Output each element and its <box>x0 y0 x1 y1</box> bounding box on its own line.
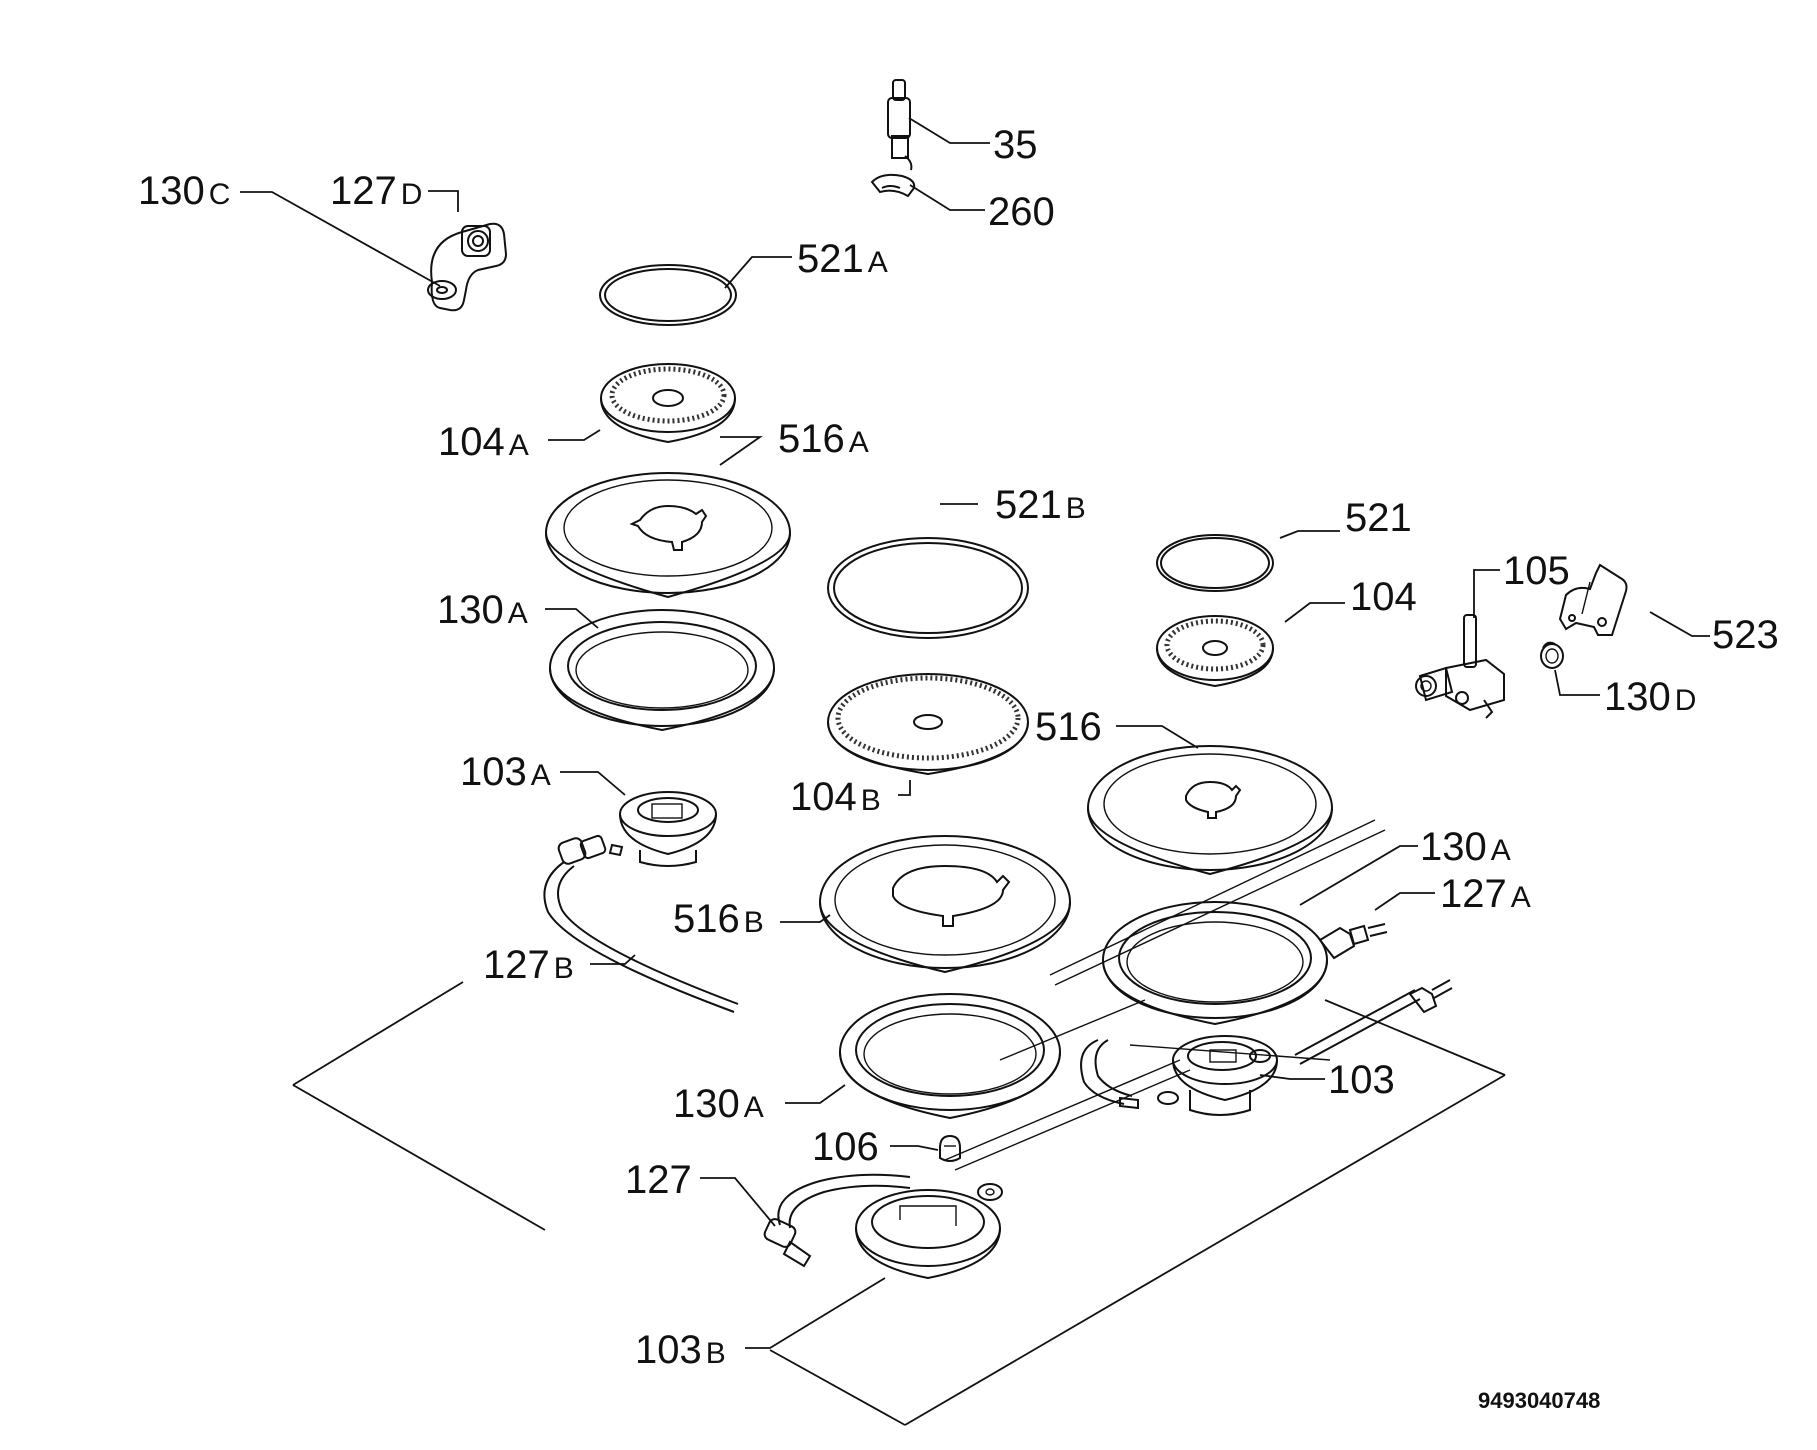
callout-127: 127 <box>625 1158 692 1202</box>
burner-ring-130a-center <box>839 993 1061 1120</box>
callout-106: 106 <box>812 1125 879 1169</box>
burner-crown-516b <box>819 835 1071 974</box>
washer-130c <box>427 280 457 300</box>
burner-base-103 <box>1157 1035 1278 1116</box>
flame-spreader-104a <box>600 363 736 444</box>
flame-spreader-104b <box>827 673 1029 776</box>
burner-ring-130a-right <box>1102 901 1328 1026</box>
spring-clip-260 <box>870 173 916 198</box>
callout-105: 105 <box>1503 549 1570 593</box>
injector-106 <box>939 1134 961 1162</box>
burner-cap-521b <box>827 537 1029 639</box>
document-number: 9493040748 <box>1478 1388 1600 1413</box>
gas-pipe-right <box>1080 979 1453 1110</box>
burner-cap-521 <box>1156 534 1274 592</box>
burner-crown-516a <box>545 472 791 599</box>
callout-521: 521 <box>1345 496 1412 540</box>
burner-crown-516 <box>1087 745 1333 876</box>
callout-104: 104 <box>1350 575 1417 619</box>
gas-tap-105 <box>1415 614 1505 719</box>
leader-lines <box>240 117 1710 1349</box>
hob-frame <box>292 819 1506 1426</box>
bracket-523 <box>1558 563 1628 636</box>
burner-base-103b <box>855 1183 1003 1280</box>
gas-pipe-127 <box>763 1173 911 1268</box>
gas-pipe-127b <box>543 834 739 1013</box>
flame-spreader-104 <box>1156 615 1274 688</box>
washer-130d <box>1540 641 1564 669</box>
burner-ring-130a-left <box>549 609 775 732</box>
callout-516: 516 <box>1035 705 1102 749</box>
gas-pipe-127a <box>1318 923 1388 960</box>
ignition-electrode-35 <box>887 79 913 171</box>
elbow-connector-127d <box>430 222 508 312</box>
burner-cap-521a <box>599 264 737 326</box>
callout-103: 103 <box>1328 1058 1395 1102</box>
callout-35: 35 <box>993 123 1038 167</box>
callout-260: 260 <box>988 190 1055 234</box>
burner-base-103a <box>608 791 717 867</box>
callout-523: 523 <box>1712 613 1779 657</box>
